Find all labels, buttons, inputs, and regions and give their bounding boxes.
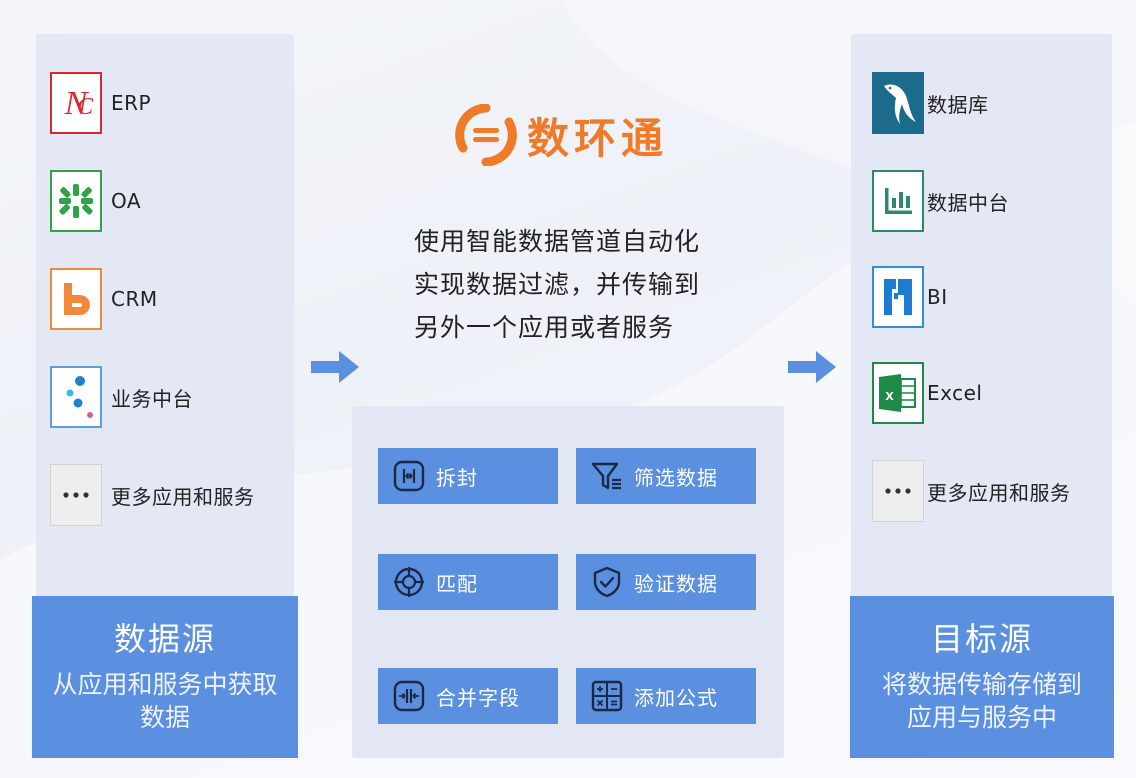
arrow-right-icon xyxy=(788,351,836,383)
target-footer: 目标源 将数据传输存储到应用与服务中 xyxy=(850,596,1114,758)
target-item-label: Excel xyxy=(927,381,983,405)
source-title: 数据源 xyxy=(113,620,216,658)
function-formula-button[interactable]: 添加公式 xyxy=(576,668,756,724)
function-filter-button[interactable]: 筛选数据 xyxy=(576,448,756,504)
target-item-label: 数据库 xyxy=(927,92,989,117)
description-line: 另外一个应用或者服务 xyxy=(414,313,675,342)
target-item-database[interactable]: 数据库 xyxy=(872,72,989,134)
nc-logo-icon: N C xyxy=(50,72,102,134)
description-line: 使用智能数据管道自动化 xyxy=(414,227,701,256)
target-item-bi[interactable]: BI xyxy=(872,266,948,328)
source-subtitle: 从应用和服务中获取数据 xyxy=(52,670,278,732)
function-unpack-button[interactable]: 拆封 xyxy=(378,448,558,504)
merge-icon xyxy=(393,680,425,712)
shield-check-icon xyxy=(593,566,621,598)
function-label: 验证数据 xyxy=(634,571,718,596)
oa-logo-icon xyxy=(50,170,102,232)
target-subtitle: 将数据传输存储到应用与服务中 xyxy=(881,670,1082,732)
function-label: 合并字段 xyxy=(436,685,520,710)
brand-logo: 数环通 xyxy=(455,104,668,166)
function-label: 筛选数据 xyxy=(634,465,718,490)
svg-text:x: x xyxy=(885,387,894,404)
bi-logo-icon xyxy=(872,266,924,328)
source-item-business-center[interactable]: 业务中台 xyxy=(50,366,193,428)
function-label: 匹配 xyxy=(436,571,478,596)
function-match-button[interactable]: 匹配 xyxy=(378,554,558,610)
source-item-label: CRM xyxy=(111,287,158,311)
target-title: 目标源 xyxy=(930,620,1033,658)
function-validate-button[interactable]: 验证数据 xyxy=(576,554,756,610)
brand-name: 数环通 xyxy=(527,113,669,163)
source-item-oa[interactable]: OA xyxy=(50,170,141,232)
bar-chart-icon xyxy=(872,170,924,232)
target-item-label: BI xyxy=(927,285,948,309)
match-icon xyxy=(394,567,424,597)
more-icon xyxy=(50,464,102,526)
business-center-icon xyxy=(50,366,102,428)
description: 使用智能数据管道自动化 实现数据过滤，并传输到 另外一个应用或者服务 xyxy=(414,220,734,349)
source-item-label: ERP xyxy=(111,91,152,115)
target-item-excel[interactable]: x Excel xyxy=(872,362,982,424)
source-item-erp[interactable]: N C ERP xyxy=(50,72,151,134)
source-item-label: 业务中台 xyxy=(111,386,193,411)
function-label: 添加公式 xyxy=(634,685,718,710)
arrow-right-icon xyxy=(311,351,359,383)
description-line: 实现数据过滤，并传输到 xyxy=(414,270,701,299)
source-footer: 数据源 从应用和服务中获取数据 xyxy=(32,596,298,758)
filter-icon xyxy=(591,462,621,490)
source-item-label: OA xyxy=(111,189,142,213)
excel-icon: x xyxy=(872,362,924,424)
target-item-data-center[interactable]: 数据中台 xyxy=(872,170,1009,232)
target-item-more[interactable]: 更多应用和服务 xyxy=(872,460,1071,522)
svg-text:N: N xyxy=(64,85,90,122)
unpack-icon xyxy=(393,460,425,492)
source-item-label: 更多应用和服务 xyxy=(111,484,255,509)
function-label: 拆封 xyxy=(436,465,478,490)
source-item-crm[interactable]: CRM xyxy=(50,268,158,330)
more-icon xyxy=(872,460,924,522)
target-item-label: 更多应用和服务 xyxy=(927,480,1071,505)
svg-text:C: C xyxy=(77,94,94,120)
formula-icon xyxy=(591,680,623,712)
function-merge-button[interactable]: 合并字段 xyxy=(378,668,558,724)
mysql-dolphin-icon xyxy=(872,72,924,134)
source-item-more[interactable]: 更多应用和服务 xyxy=(50,464,255,526)
target-item-label: 数据中台 xyxy=(927,190,1009,215)
brand-mark-icon xyxy=(455,104,517,166)
crm-logo-icon xyxy=(50,268,102,330)
